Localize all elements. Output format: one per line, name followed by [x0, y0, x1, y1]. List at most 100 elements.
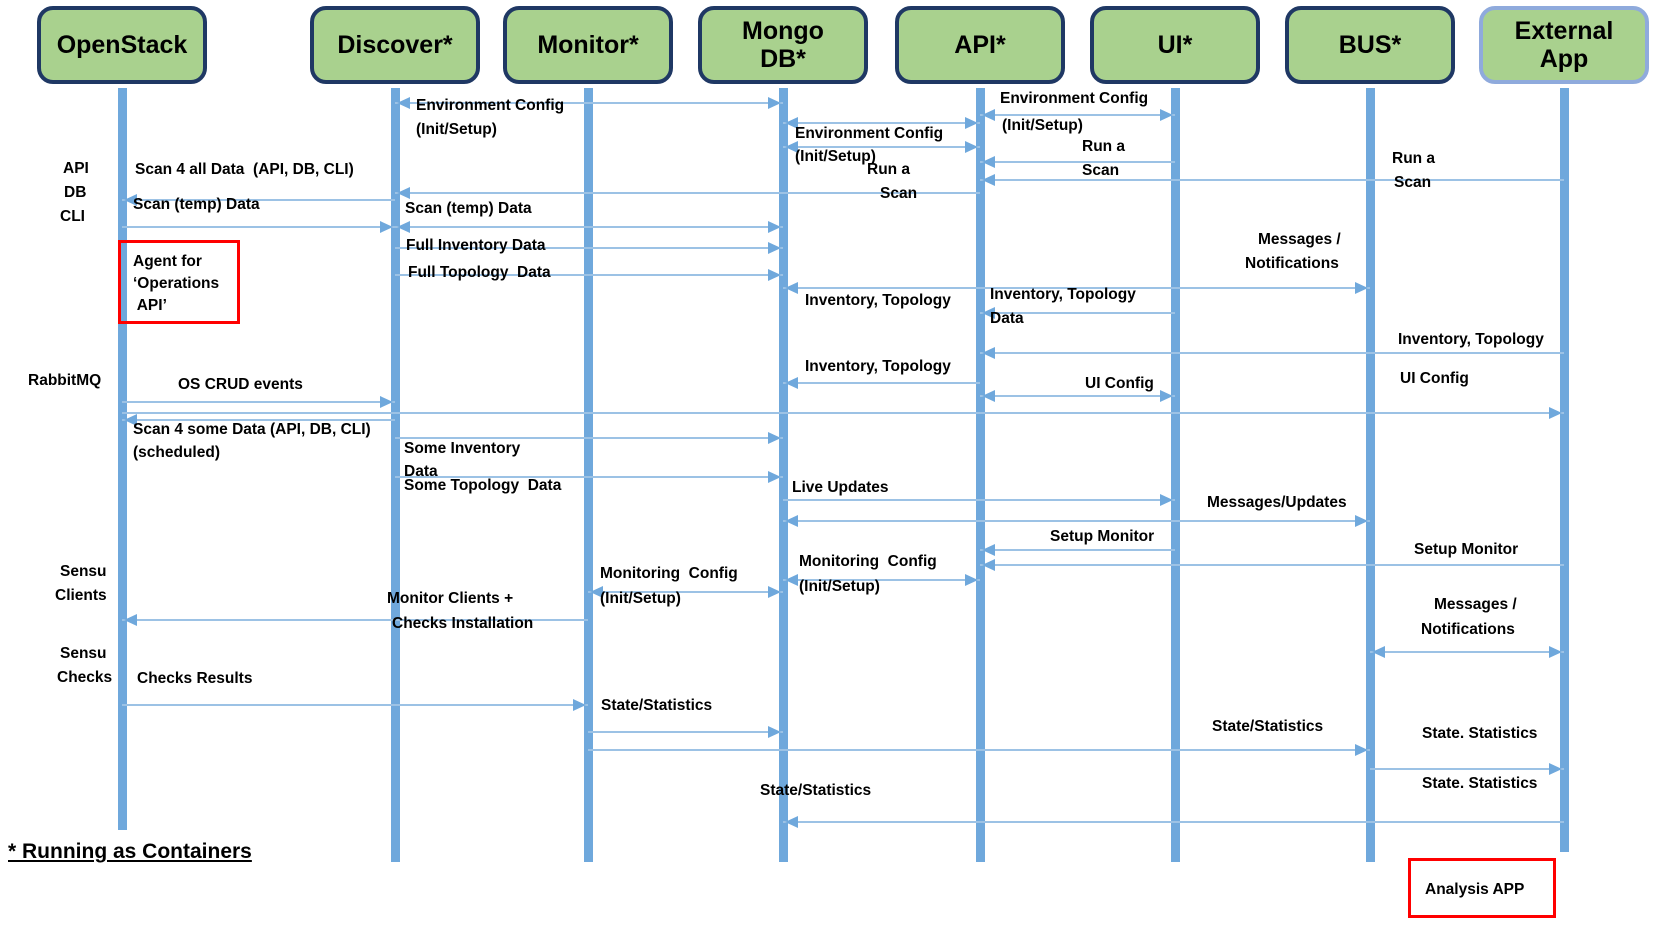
actor-box-ui: UI*: [1090, 6, 1260, 84]
message-label: Messages /: [1434, 596, 1517, 613]
message-line-6: [395, 192, 980, 194]
message-line-33: [1370, 768, 1564, 770]
arrowhead-left: [785, 816, 798, 828]
message-line-34: [783, 821, 1564, 823]
lifeline-bus: [1366, 88, 1375, 862]
message-line-31: [588, 731, 783, 733]
side-label: API: [63, 160, 89, 177]
arrowhead-right: [965, 117, 978, 129]
message-label: Inventory, Topology: [990, 286, 1136, 303]
message-label: Full Topology Data: [408, 264, 551, 281]
message-label: (Init/Setup): [799, 578, 880, 595]
message-label: Run a: [867, 161, 911, 178]
arrowhead-right: [1160, 494, 1173, 506]
message-label: Checks Results: [137, 670, 253, 687]
message-label: Setup Monitor: [1050, 528, 1155, 545]
message-line-21: [395, 476, 783, 478]
analysis-note: Analysis APP: [1408, 858, 1556, 918]
lifeline-discover: [391, 88, 400, 862]
message-label: Inventory, Topology: [1398, 331, 1544, 348]
message-label: Inventory, Topology: [805, 292, 951, 309]
message-label: Notifications: [1421, 621, 1515, 638]
arrowhead-right: [965, 574, 978, 586]
message-line-5: [980, 179, 1564, 181]
side-label: RabbitMQ: [28, 372, 102, 389]
actor-label: Discover*: [337, 31, 453, 59]
side-label: Checks: [57, 669, 113, 686]
message-label: Monitoring Config: [799, 553, 937, 570]
message-label: State. Statistics: [1422, 725, 1538, 742]
message-line-25: [980, 564, 1564, 566]
arrowhead-right: [1549, 646, 1562, 658]
message-label: Checks Installation: [392, 615, 534, 632]
message-label: Monitor Clients +: [387, 590, 514, 607]
arrowhead-right: [1355, 515, 1368, 527]
message-label: Data: [990, 310, 1024, 327]
actor-box-discover: Discover*: [310, 6, 480, 84]
message-label: Environment Config: [416, 97, 565, 114]
arrowhead-right: [768, 97, 781, 109]
actor-label: External: [1514, 17, 1614, 45]
arrowhead-left: [590, 586, 603, 598]
message-label: Run a: [1082, 138, 1126, 155]
message-line-10: [395, 247, 783, 249]
arrowhead-right: [768, 726, 781, 738]
message-label: Notifications: [1245, 255, 1339, 272]
message-label: Live Updates: [792, 479, 889, 496]
actor-label: DB*: [760, 45, 806, 73]
arrowhead-left: [1372, 646, 1385, 658]
note-text: API’: [133, 297, 167, 314]
message-label: Scan (temp) Data: [133, 196, 260, 213]
arrowhead-left: [785, 515, 798, 527]
note-text: Agent for: [133, 253, 202, 270]
message-line-20: [395, 437, 783, 439]
actor-label: Mongo: [742, 17, 824, 45]
arrowhead-left: [982, 347, 995, 359]
arrowhead-right: [1355, 282, 1368, 294]
message-line-15: [783, 382, 980, 384]
arrowhead-right: [380, 221, 393, 233]
arrowhead-right: [1160, 109, 1173, 121]
side-label: Sensu: [60, 645, 107, 662]
message-line-30: [122, 704, 588, 706]
message-line-22: [783, 499, 1175, 501]
actor-label: OpenStack: [56, 31, 188, 59]
message-line-0: [395, 102, 783, 104]
footer-note: * Running as Containers: [8, 840, 252, 863]
lifeline-monitor: [584, 88, 593, 862]
message-label: (Init/Setup): [416, 121, 497, 138]
message-label: Scan (temp) Data: [405, 200, 532, 217]
lifeline-openstack: [118, 88, 127, 830]
actor-label: App: [1539, 45, 1589, 73]
arrowhead-left: [785, 117, 798, 129]
actor-label: BUS*: [1338, 31, 1402, 59]
arrowhead-left: [397, 187, 410, 199]
arrowhead-left: [397, 221, 410, 233]
arrowhead-right: [573, 699, 586, 711]
message-label: (scheduled): [133, 444, 220, 461]
message-line-9: [395, 226, 783, 228]
arrowhead-left: [785, 377, 798, 389]
lifeline-ui: [1171, 88, 1180, 862]
message-line-24: [980, 549, 1175, 551]
actor-label: API*: [954, 31, 1006, 59]
message-label: Full Inventory Data: [406, 237, 546, 254]
message-label: (Init/Setup): [600, 590, 681, 607]
arrowhead-right: [768, 432, 781, 444]
message-label: State/Statistics: [760, 782, 872, 799]
message-label: State. Statistics: [1422, 775, 1538, 792]
message-label: Environment Config: [1000, 90, 1149, 107]
message-line-14: [980, 352, 1564, 354]
message-line-12: [783, 287, 1370, 289]
arrowhead-left: [982, 174, 995, 186]
note-text: Analysis APP: [1425, 881, 1525, 898]
message-line-19: [122, 419, 395, 421]
message-label: (Init/Setup): [1002, 117, 1083, 134]
message-line-23: [783, 520, 1370, 522]
arrowhead-left: [982, 559, 995, 571]
message-label: UI Config: [1085, 375, 1154, 392]
message-label: State/Statistics: [1212, 718, 1324, 735]
